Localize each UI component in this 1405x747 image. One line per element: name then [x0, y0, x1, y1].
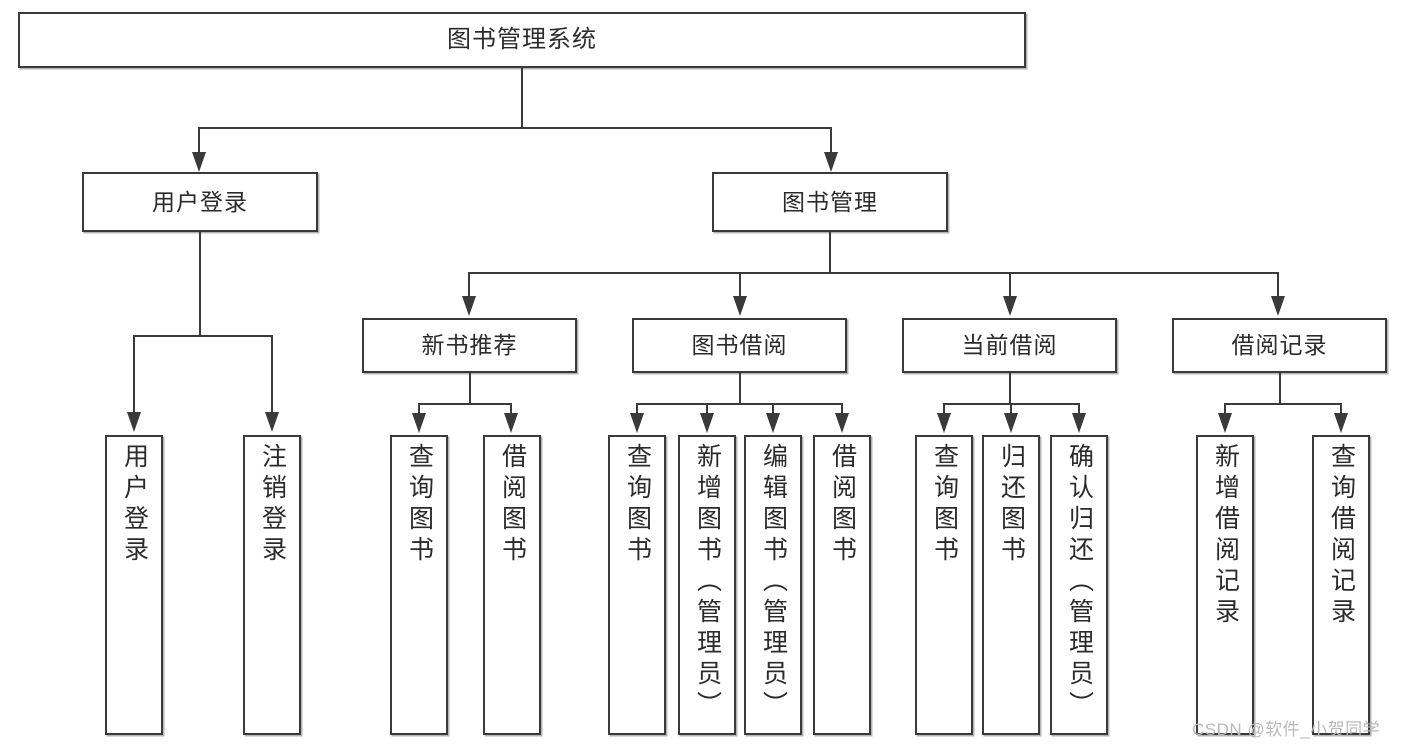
connector-current-to-leaf-2 [1010, 403, 1012, 415]
arrowhead-records-to-leaf-2 [1334, 413, 1348, 433]
connector-new-book-trunk [469, 373, 471, 404]
arrowhead-current-to-leaf-2 [1004, 413, 1018, 433]
connector-new-book-to-leaf-1 [418, 403, 420, 415]
connector-user-login-trunk [199, 232, 201, 336]
connector-user-login-bus [133, 335, 273, 337]
leaf-query-borrow-record[interactable]: 查询借阅记录 [1312, 435, 1370, 735]
node-label: 编辑图书（管理员） [759, 443, 788, 722]
arrowhead-current-to-leaf-3 [1072, 413, 1086, 433]
arrowhead-borrow-to-leaf-1 [630, 413, 644, 433]
connector-records-to-leaf-2 [1340, 403, 1342, 415]
connector-new-book-to-leaf-2 [510, 403, 512, 415]
leaf-edit-book-admin[interactable]: 编辑图书（管理员） [744, 435, 802, 735]
node-book-borrowing[interactable]: 图书借阅 [632, 318, 847, 373]
node-label: 查询图书 [623, 443, 652, 567]
connector-bm-to-new-book [468, 272, 470, 298]
connector-borrow-bus [636, 403, 842, 405]
leaf-query-book-new-book[interactable]: 查询图书 [390, 435, 448, 735]
node-label: 查询借阅记录 [1327, 443, 1356, 629]
leaf-query-book-current[interactable]: 查询图书 [915, 435, 973, 735]
arrowhead-borrow-to-leaf-2 [700, 413, 714, 433]
connector-bm-to-borrow [739, 272, 741, 298]
node-label: 查询图书 [930, 443, 959, 567]
node-label: 查询图书 [405, 443, 434, 567]
connector-borrow-to-leaf-1 [636, 403, 638, 415]
connector-new-book-bus [418, 403, 512, 405]
node-label: 新书推荐 [421, 332, 518, 359]
connector-bm-to-current [1009, 272, 1011, 298]
connector-records-to-leaf-1 [1224, 403, 1226, 415]
node-label: 归还图书 [997, 443, 1026, 567]
arrowhead-new-book-to-leaf-1 [412, 413, 426, 433]
node-label: 图书管理 [782, 188, 878, 215]
leaf-logout[interactable]: 注销登录 [243, 435, 301, 735]
connector-borrow-to-leaf-2 [706, 403, 708, 415]
node-user-login[interactable]: 用户登录 [82, 172, 318, 232]
connector-current-to-leaf-1 [943, 403, 945, 415]
connector-book-management-bus [468, 272, 1279, 274]
arrowhead-root-to-book-management [824, 152, 838, 172]
node-label: 注销登录 [258, 443, 287, 567]
connector-records-bus [1224, 403, 1341, 405]
connector-borrow-trunk [739, 373, 741, 404]
node-new-book-recommendation[interactable]: 新书推荐 [362, 318, 577, 373]
leaf-add-borrow-record[interactable]: 新增借阅记录 [1196, 435, 1254, 735]
arrowhead-user-login-to-leaf-2 [265, 412, 279, 432]
connector-book-management-trunk [829, 232, 831, 273]
arrowhead-new-book-to-leaf-2 [504, 413, 518, 433]
connector-root-to-book-management [830, 127, 832, 155]
connector-current-trunk [1009, 373, 1011, 404]
connector-root-trunk [521, 68, 523, 127]
arrowhead-root-to-user-login [192, 152, 206, 172]
leaf-add-book-admin[interactable]: 新增图书（管理员） [678, 435, 736, 735]
connector-borrow-to-leaf-3 [772, 403, 774, 415]
node-label: 用户登录 [120, 443, 149, 567]
leaf-query-book-borrow[interactable]: 查询图书 [608, 435, 666, 735]
node-label: 新增图书（管理员） [693, 443, 722, 722]
node-current-borrowing[interactable]: 当前借阅 [902, 318, 1117, 373]
node-label: 图书管理系统 [447, 26, 597, 54]
arrowhead-records-to-leaf-1 [1218, 413, 1232, 433]
node-borrowing-records[interactable]: 借阅记录 [1172, 318, 1387, 373]
node-label: 确认归还（管理员） [1065, 443, 1094, 722]
node-root-book-management-system[interactable]: 图书管理系统 [18, 12, 1026, 68]
leaf-borrow-book-new-book[interactable]: 借阅图书 [483, 435, 541, 735]
arrowhead-bm-to-current [1003, 296, 1017, 316]
connector-root-to-user-login [198, 127, 200, 155]
arrowhead-current-to-leaf-1 [937, 413, 951, 433]
node-label: 借阅记录 [1231, 332, 1328, 359]
arrowhead-user-login-to-leaf-1 [127, 412, 141, 432]
node-label: 用户登录 [152, 188, 248, 215]
arrowhead-bm-to-new-book [462, 296, 476, 316]
connector-bm-to-records [1277, 272, 1279, 298]
arrowhead-bm-to-records [1271, 296, 1285, 316]
arrowhead-borrow-to-leaf-3 [766, 413, 780, 433]
connector-records-trunk [1279, 373, 1281, 404]
node-book-management[interactable]: 图书管理 [712, 172, 948, 232]
connector-root-bus [198, 127, 832, 129]
node-label: 借阅图书 [828, 443, 857, 567]
node-label: 新增借阅记录 [1211, 443, 1240, 629]
leaf-return-book[interactable]: 归还图书 [982, 435, 1040, 735]
leaf-user-login[interactable]: 用户登录 [105, 435, 163, 735]
node-label: 借阅图书 [498, 443, 527, 567]
arrowhead-bm-to-borrow [733, 296, 747, 316]
connector-current-to-leaf-3 [1078, 403, 1080, 415]
node-label: 图书借阅 [691, 332, 788, 359]
leaf-borrow-book[interactable]: 借阅图书 [813, 435, 871, 735]
arrowhead-borrow-to-leaf-4 [835, 413, 849, 433]
connector-user-login-to-leaf-1 [133, 335, 135, 413]
node-label: 当前借阅 [961, 332, 1058, 359]
connector-borrow-to-leaf-4 [841, 403, 843, 415]
leaf-confirm-return-admin[interactable]: 确认归还（管理员） [1050, 435, 1108, 735]
connector-user-login-to-leaf-2 [271, 335, 273, 413]
